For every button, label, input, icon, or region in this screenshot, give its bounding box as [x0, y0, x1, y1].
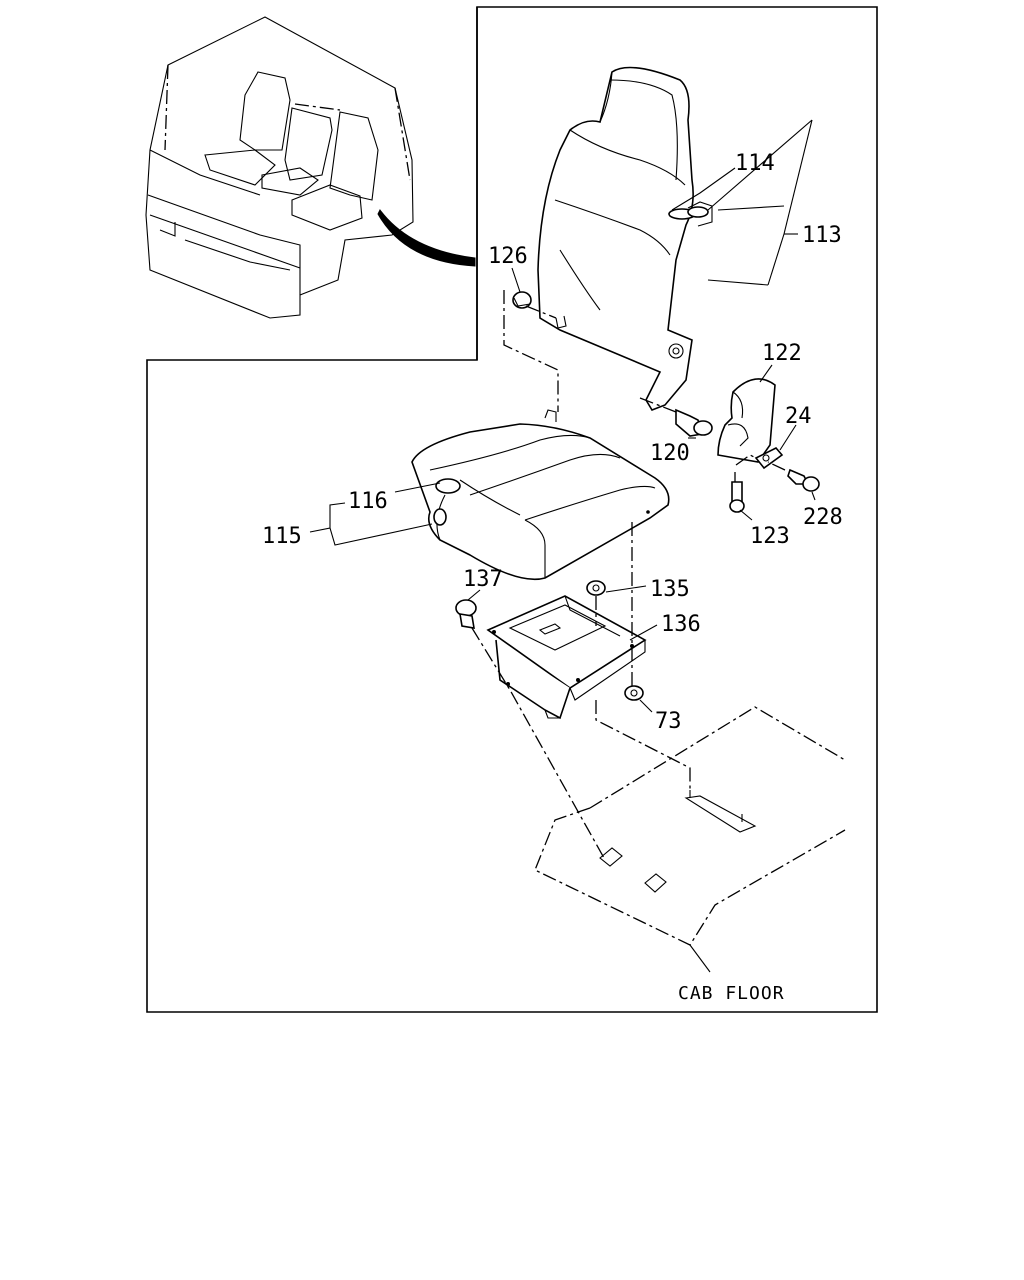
label-126: 126: [488, 244, 528, 269]
label-123: 123: [750, 524, 790, 549]
label-116: 116: [348, 489, 388, 514]
label-113: 113: [802, 223, 842, 248]
clip-24: [754, 447, 784, 470]
bolt-120: [675, 408, 713, 437]
nut-73: [624, 685, 644, 701]
label-228: 228: [803, 505, 843, 530]
label-135: 135: [650, 577, 690, 602]
bolt-123: [729, 481, 745, 513]
cab-floor-caption: CAB FLOOR: [678, 983, 785, 1004]
label-122: 122: [762, 341, 802, 366]
inset-pointer-arrow: [377, 209, 476, 267]
seat-back: [537, 66, 713, 411]
bolt-228: [787, 468, 820, 492]
part-labels: 114 113 126 122 24 120 116 115 228 123 1…: [262, 151, 843, 1004]
seat-bracket: [486, 595, 647, 720]
leader-lines: [309, 119, 816, 973]
trim-cover: [717, 378, 776, 463]
label-137: 137: [463, 567, 503, 592]
cab-floor: [534, 706, 846, 946]
label-115: 115: [262, 524, 302, 549]
bolt-137: [455, 599, 477, 629]
label-24: 24: [785, 404, 812, 429]
label-120: 120: [650, 441, 690, 466]
label-114: 114: [735, 151, 775, 176]
seat-cushion: [411, 409, 670, 581]
plug-126: [512, 291, 532, 309]
label-136: 136: [661, 612, 701, 637]
cab-overview-inset: [145, 16, 476, 319]
label-73: 73: [655, 709, 682, 734]
nut-135: [586, 580, 606, 596]
